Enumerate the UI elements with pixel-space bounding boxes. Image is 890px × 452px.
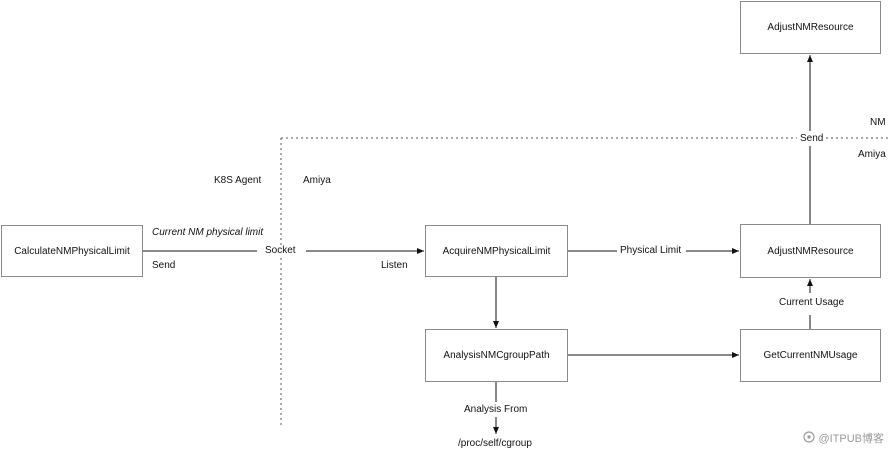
analysis-nm-cgroup-path-box: AnalysisNMCgroupPath (425, 329, 568, 382)
analysis-from-label: Analysis From (461, 404, 531, 416)
watermark: @ITPUB博客 (803, 430, 884, 446)
current-usage-label: Current Usage (776, 297, 848, 309)
analysis-box-label: AnalysisNMCgroupPath (443, 350, 550, 361)
get-current-nm-usage-box: GetCurrentNMUsage (740, 329, 881, 382)
physical-limit-label: Physical Limit (617, 245, 685, 257)
calculate-nm-physical-limit-box: CalculateNMPhysicalLimit (1, 225, 143, 277)
acquire-box-label: AcquireNMPhysicalLimit (442, 245, 551, 257)
current-limit-label: Current NM physical limit (152, 227, 264, 238)
nm-label: NM (870, 117, 886, 128)
itpub-logo-icon (803, 430, 816, 446)
adjust-nm-resource-box: AdjustNMResource (740, 224, 881, 278)
watermark-text: @ITPUB博客 (818, 433, 884, 445)
adjust-top-box-label: AdjustNMResource (767, 22, 854, 33)
adjust-nm-resource-top-box: AdjustNMResource (740, 1, 881, 54)
adjust-box-label: AdjustNMResource (767, 245, 854, 257)
send-top-label: Send (797, 133, 827, 145)
calculate-box-label: CalculateNMPhysicalLimit (14, 245, 130, 257)
socket-label: Socket (262, 245, 299, 257)
acquire-nm-physical-limit-box: AcquireNMPhysicalLimit (425, 225, 568, 277)
listen-label: Listen (381, 260, 408, 271)
proc-self-cgroup-label: /proc/self/cgroup (458, 438, 532, 449)
amiya-right-label: Amiya (858, 149, 886, 160)
amiya-left-label: Amiya (303, 175, 331, 186)
send-left-label: Send (152, 260, 176, 271)
k8s-agent-label: K8S Agent (214, 175, 262, 186)
get-usage-box-label: GetCurrentNMUsage (763, 350, 858, 361)
